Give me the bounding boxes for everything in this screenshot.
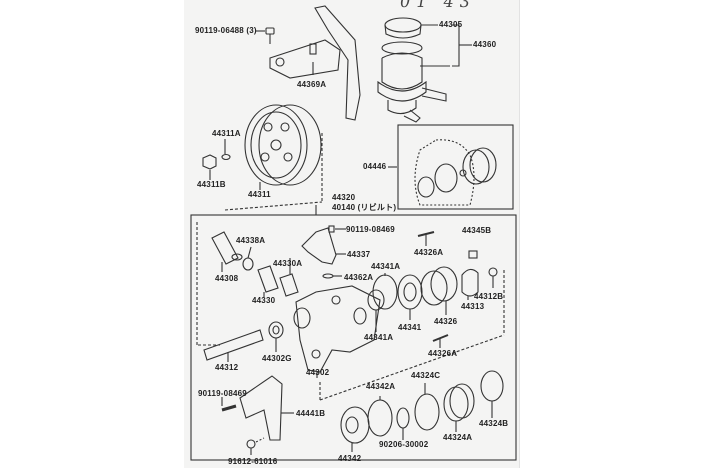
rings-drawing xyxy=(367,231,498,348)
label-o-ring-c: 44342A xyxy=(366,382,396,391)
rear-parts-drawing xyxy=(340,370,504,452)
reservoir-drawing xyxy=(377,17,472,123)
label-plate: 44345B xyxy=(462,226,492,235)
label-gasket-kit: 04446 xyxy=(363,162,387,171)
label-o-ring-b: 44341A xyxy=(364,333,394,342)
label-pin-b: 44326A xyxy=(428,349,458,358)
label-cover: 44324A xyxy=(443,433,473,442)
label-snap-ring: 44324B xyxy=(479,419,509,428)
union-drawing xyxy=(211,231,299,297)
bottom-bracket-drawing xyxy=(221,375,294,455)
label-union: 44308 xyxy=(215,274,239,283)
label-valve-spring: 44330A xyxy=(273,259,303,268)
label-pump-assy-rebuilt: 40140 (リビルト) xyxy=(332,203,397,212)
label-bracket-b: 44441B xyxy=(296,409,326,418)
nut-washer-drawing xyxy=(202,139,231,180)
scanned-parts-page xyxy=(184,0,520,468)
bracket-drawing xyxy=(269,5,361,121)
label-rear-housing: 44342 xyxy=(338,454,362,463)
label-pump-assy: 44320 xyxy=(332,193,356,202)
shaft-drawing xyxy=(203,329,264,362)
label-bracket: 44369A xyxy=(297,80,327,89)
label-bearing: 90206-30002 xyxy=(379,440,429,449)
label-suction-port: 44337 xyxy=(347,250,371,259)
oil-seal-drawing xyxy=(268,321,284,352)
label-nut: 44311B xyxy=(197,180,226,189)
label-oil-seal: 44302G xyxy=(262,354,292,363)
label-pressure-plate: 44341 xyxy=(398,323,422,332)
label-shaft: 44312 xyxy=(215,363,239,372)
housing-drawing xyxy=(293,285,381,378)
bolt-top-drawing xyxy=(256,27,275,44)
label-bolt-top: 90119-06488 (3) xyxy=(195,26,257,35)
label-flow-valve: 44330 xyxy=(252,296,276,305)
label-reservoir: 44360 xyxy=(473,40,497,49)
label-bolt-bottom: 90119-08469 xyxy=(198,389,247,398)
label-bolt-mid: 90119-08469 xyxy=(346,225,395,234)
label-o-ring-a: 44341A xyxy=(371,262,401,271)
label-cam-ring: 44326 xyxy=(434,317,458,326)
gasket-kit-box xyxy=(388,124,514,210)
label-rotor: 44313 xyxy=(461,302,485,311)
label-housing: 44302 xyxy=(306,368,330,377)
label-pulley: 44311 xyxy=(248,190,271,199)
suction-port-drawing xyxy=(301,225,346,279)
label-o-ring-union: 44338A xyxy=(236,236,266,245)
label-nut-bottom: 91612-61016 xyxy=(228,457,278,466)
label-o-ring-d: 44324C xyxy=(411,371,441,380)
label-cap: 44305 xyxy=(439,20,463,29)
pump-assembly-box xyxy=(190,205,517,461)
label-snap-ring-shaft: 44312B xyxy=(474,292,504,301)
label-pin: 44326A xyxy=(414,248,444,257)
label-washer: 44311A xyxy=(212,129,241,138)
pulley-drawing xyxy=(224,104,323,211)
label-o-ring-port: 44362A xyxy=(344,273,374,282)
